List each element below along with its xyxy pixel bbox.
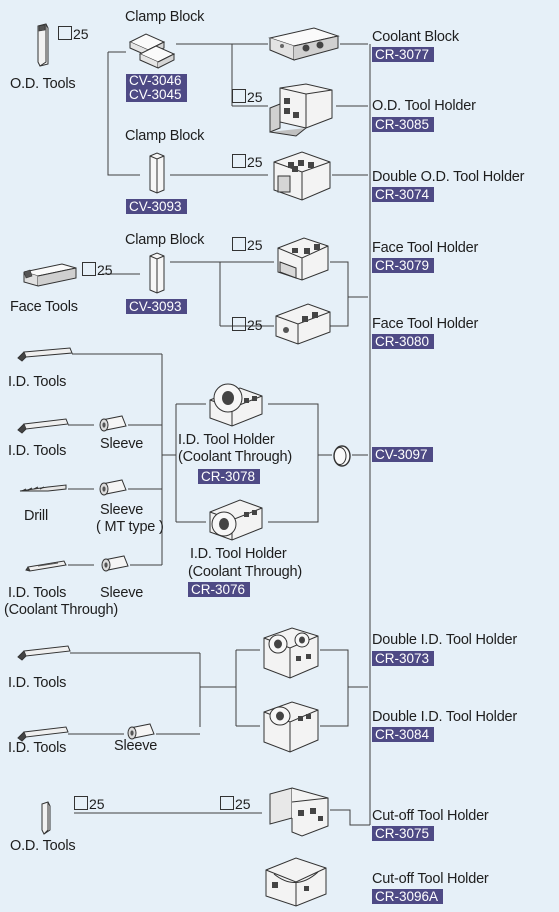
id-tool-holder-label: I.D. Tool Holder <box>190 546 287 562</box>
sleeve-icon <box>101 555 129 572</box>
clamp-block-icon <box>128 33 176 69</box>
face-tool-holder-icon <box>275 303 331 345</box>
sleeve-label: Sleeve <box>100 436 144 452</box>
product-code-badge: CR-3085 <box>372 117 435 132</box>
square-25-mark: 25 <box>232 237 263 253</box>
square-25-mark: 25 <box>82 262 113 278</box>
product-code-badge: CR-3073 <box>372 651 435 666</box>
square-25-mark: 25 <box>220 796 251 812</box>
square-25-mark: 25 <box>232 154 263 170</box>
sleeve-mt-label: Sleeve <box>100 502 144 518</box>
id-tool-holder-icon <box>209 499 263 541</box>
product-code-badge: CR-3084 <box>372 727 435 742</box>
sleeve-icon <box>127 723 155 740</box>
part-code: CV-3045 <box>129 87 182 102</box>
od-tool-holder-icon <box>269 83 333 137</box>
double-od-tool-holder-icon <box>273 151 331 201</box>
sleeve-icon <box>99 415 127 432</box>
id-tool-holder-icon <box>209 383 263 427</box>
sleeve-label: Sleeve <box>114 738 158 754</box>
id-tool-icon <box>17 645 71 661</box>
square-icon <box>232 89 246 103</box>
part-code-badge: CV-3097 <box>372 447 433 462</box>
product-code-badge: CR-3080 <box>372 334 435 349</box>
id-tool-holder-label: I.D. Tool Holder <box>178 432 275 448</box>
square-icon <box>58 26 72 40</box>
mt-type-label: ( MT type ) <box>96 519 164 535</box>
product-name: Cut-off Tool Holder <box>372 808 489 824</box>
product-name: Face Tool Holder <box>372 316 479 332</box>
product-name: O.D. Tool Holder <box>372 98 476 114</box>
id-tool-icon <box>25 560 67 572</box>
cut-off-tool-holder-icon <box>269 787 329 837</box>
od-tools-label: O.D. Tools <box>10 838 76 854</box>
o-ring-icon <box>333 445 351 467</box>
square-25-mark: 25 <box>58 26 89 42</box>
sleeve-icon <box>99 479 127 496</box>
clamp-block-icon <box>149 152 165 194</box>
part-code-badge: CV-3093 <box>126 299 187 314</box>
id-tool-icon <box>17 347 73 362</box>
id-tools-label: I.D. Tools <box>8 374 67 390</box>
product-name: Cut-off Tool Holder <box>372 871 489 887</box>
sleeve-label: Sleeve <box>100 585 144 601</box>
square-icon <box>232 154 246 168</box>
id-tools-coolant-label: I.D. Tools <box>8 585 67 601</box>
product-code-badge: CR-3075 <box>372 826 435 841</box>
square-icon <box>232 237 246 251</box>
square-icon <box>82 262 96 276</box>
square-icon <box>220 796 234 810</box>
product-name: Double I.D. Tool Holder <box>372 632 518 648</box>
product-name: Double I.D. Tool Holder <box>372 709 518 725</box>
product-name: Face Tool Holder <box>372 240 479 256</box>
product-code-badge: CR-3074 <box>372 187 435 202</box>
clamp-block-label: Clamp Block <box>125 232 205 248</box>
id-tool-holder-sub-label: (Coolant Through) <box>188 564 303 580</box>
face-tools-label: Face Tools <box>10 299 78 315</box>
double-id-tool-holder-icon <box>263 701 319 753</box>
product-code-badge: CR-3077 <box>372 47 435 62</box>
product-name: Double O.D. Tool Holder <box>372 169 525 185</box>
product-code-badge: CR-3096A <box>372 889 444 904</box>
square-25-mark: 25 <box>232 89 263 105</box>
product-code-badge: CR-3079 <box>372 258 435 273</box>
id-tool-icon <box>17 418 69 434</box>
od-tools-label: O.D. Tools <box>10 76 76 92</box>
square-25-mark: 25 <box>74 796 105 812</box>
double-id-tool-holder-icon <box>263 627 319 679</box>
product-name: Coolant Block <box>372 29 459 45</box>
part-code-badge: CV-3046 CV-3045 <box>126 74 187 102</box>
part-code-badge: CV-3093 <box>126 199 187 214</box>
id-tools-label: I.D. Tools <box>8 740 67 756</box>
id-tool-icon <box>17 726 69 742</box>
part-code: CV-3046 <box>129 73 182 88</box>
coolant-block-icon <box>268 27 340 61</box>
face-tool-icon <box>23 263 77 287</box>
part-code-badge: CR-3076 <box>188 582 251 597</box>
coolant-through-label: (Coolant Through) <box>4 602 119 618</box>
clamp-block-label: Clamp Block <box>125 128 205 144</box>
square-icon <box>232 317 246 331</box>
drill-icon <box>19 484 67 492</box>
square-25-mark: 25 <box>232 317 263 333</box>
cut-off-tool-holder-icon <box>265 857 327 907</box>
od-tool-icon <box>37 23 49 67</box>
square-icon <box>74 796 88 810</box>
id-tools-label: I.D. Tools <box>8 675 67 691</box>
part-code-badge: CR-3078 <box>198 469 261 484</box>
id-tools-label: I.D. Tools <box>8 443 67 459</box>
clamp-block-label: Clamp Block <box>125 9 205 25</box>
id-tool-holder-sub-label: (Coolant Through) <box>178 449 293 465</box>
clamp-block-icon <box>149 252 165 294</box>
cut-off-tool-icon <box>41 801 51 835</box>
drill-label: Drill <box>24 508 48 524</box>
face-tool-holder-icon <box>277 237 329 281</box>
